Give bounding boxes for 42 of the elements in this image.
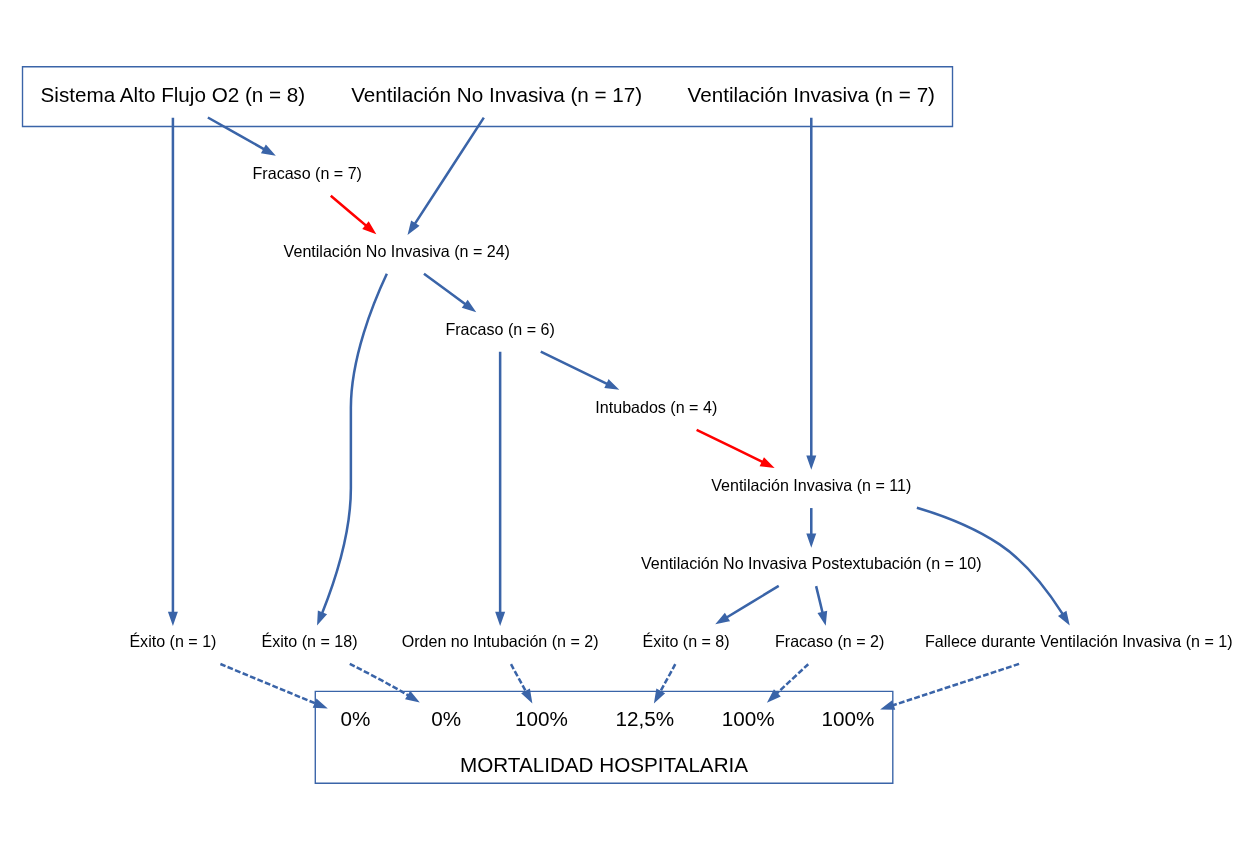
arrow [219, 662, 328, 709]
arrow [317, 273, 388, 626]
arrow [653, 663, 677, 704]
node-text: Éxito (n = 18) [261, 632, 358, 651]
node-text: Fallece durante Ventilación Invasiva (n = 1) [925, 632, 1233, 651]
node-text: 12,5% [615, 707, 675, 731]
node-text: 100% [721, 707, 775, 731]
node-text: Ventilación Invasiva (n = 11) [711, 476, 912, 495]
arrow [423, 272, 477, 313]
node-text: Fracaso (n = 2) [774, 632, 885, 651]
cluster [21, 66, 954, 128]
node-text: Intubados (n = 4) [595, 398, 718, 417]
arrow [509, 663, 533, 704]
arrow [495, 351, 506, 627]
arrow [766, 663, 810, 703]
arrow [806, 117, 817, 470]
node-text: 100% [821, 707, 875, 731]
arrow [349, 662, 420, 703]
node-text: 0% [431, 707, 462, 731]
node-text: Ventilación Invasiva (n = 7) [687, 82, 936, 106]
arrow [207, 116, 276, 156]
arrow [715, 584, 780, 625]
node-text: Fracaso (n = 6) [445, 320, 555, 339]
arrow [407, 116, 485, 236]
arrow [167, 117, 178, 626]
arrow [806, 508, 817, 548]
node-text: Ventilación No Invasiva (n = 17) [351, 82, 643, 106]
arrow [880, 662, 1020, 710]
node-text: Sistema Alto Flujo O2 (n = 8) [40, 82, 306, 106]
arrow [696, 428, 775, 468]
arrow [329, 194, 377, 235]
arrow [540, 350, 620, 390]
node-text: Orden no Intubación (n = 2) [401, 632, 599, 651]
node-text: Fracaso (n = 7) [252, 163, 362, 182]
node-text: 100% [515, 707, 568, 731]
node-text: Éxito (n = 8) [642, 632, 730, 651]
node-text: Ventilación No Invasiva (n = 24) [283, 242, 510, 261]
node-text: Ventilación No Invasiva Postextubación (n = 10) [640, 554, 982, 573]
arrow [916, 506, 1070, 626]
node-text: Éxito (n = 1) [129, 632, 217, 651]
arrow [814, 585, 828, 626]
node-text: 0% [340, 707, 371, 731]
